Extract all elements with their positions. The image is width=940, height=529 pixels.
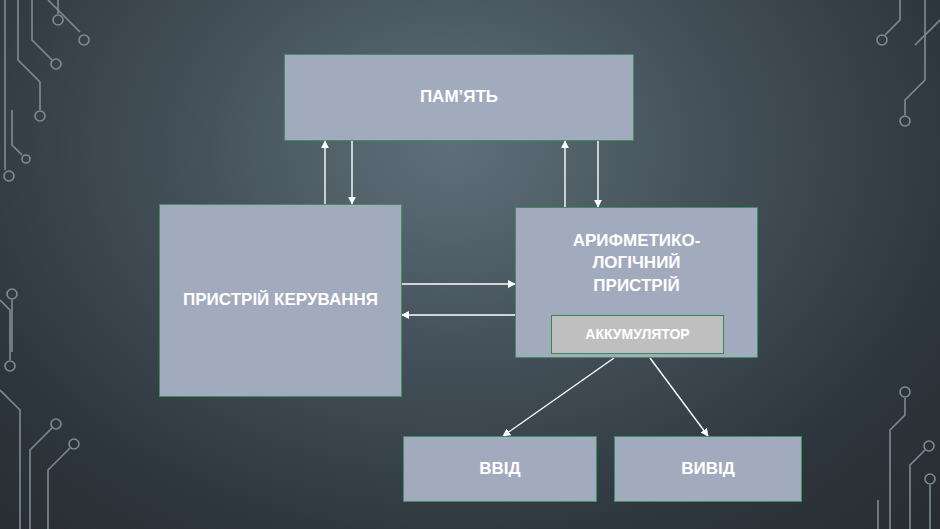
arrow-connector bbox=[324, 141, 325, 204]
memory-box: ПАМ’ЯТЬ bbox=[284, 54, 634, 141]
node-label: ВВІД bbox=[479, 458, 520, 480]
arrow-connector bbox=[503, 358, 614, 436]
arrow-connector bbox=[351, 141, 352, 204]
io-box: ВВІД bbox=[403, 436, 597, 502]
arrow-connector bbox=[597, 141, 598, 207]
register-box: АККУМУЛЯТОР bbox=[551, 315, 724, 354]
node-label: АККУМУЛЯТОР bbox=[585, 326, 689, 343]
node-label: ПАМ’ЯТЬ bbox=[420, 86, 498, 108]
io-box: ВИВІД bbox=[614, 436, 802, 502]
arrow-connector bbox=[564, 141, 565, 207]
node-label: ПРИСТРІЙ КЕРУВАННЯ bbox=[183, 289, 378, 311]
arrow-connector bbox=[402, 283, 515, 284]
node-label: ВИВІД bbox=[681, 458, 735, 480]
node-label: АРИФМЕТИКО- ЛОГІЧНИЙ ПРИСТРІЙ bbox=[552, 230, 722, 297]
arrow-connector bbox=[650, 358, 708, 436]
process-box: ПРИСТРІЙ КЕРУВАННЯ bbox=[159, 204, 402, 397]
arrow-connector bbox=[402, 314, 515, 315]
process-box: АРИФМЕТИКО- ЛОГІЧНИЙ ПРИСТРІЙ АККУМУЛЯТОР bbox=[515, 207, 758, 358]
